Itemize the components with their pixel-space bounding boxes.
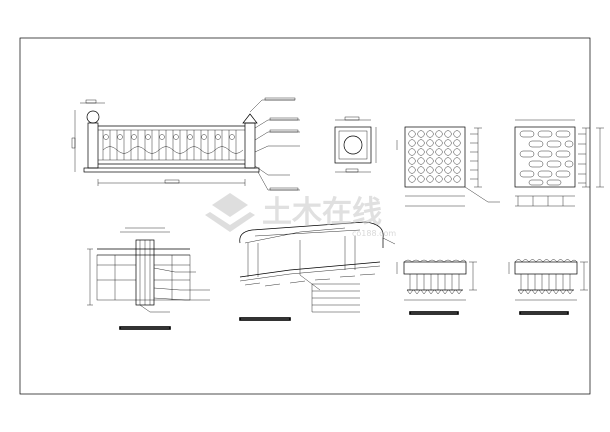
slot-perforated-panel xyxy=(514,119,604,207)
post-plan xyxy=(334,116,377,173)
section-detail-a xyxy=(396,259,477,315)
right-post-cap xyxy=(242,113,258,124)
watermark-url: co188.com xyxy=(352,229,396,238)
watermark-text: 土木在线 xyxy=(262,195,382,230)
railing-elevation xyxy=(71,97,300,191)
railing-base xyxy=(83,167,260,173)
balusters xyxy=(102,130,244,160)
circle-perforated-panel xyxy=(396,126,500,207)
gate-section xyxy=(87,227,210,330)
ramp-section xyxy=(239,221,396,321)
sheet-frame xyxy=(19,37,591,395)
right-post xyxy=(244,122,256,169)
post-ball xyxy=(86,110,100,124)
section-detail-b xyxy=(508,259,588,315)
left-post xyxy=(87,122,99,169)
watermark-logo: 土木在线 co188.com xyxy=(205,193,396,238)
